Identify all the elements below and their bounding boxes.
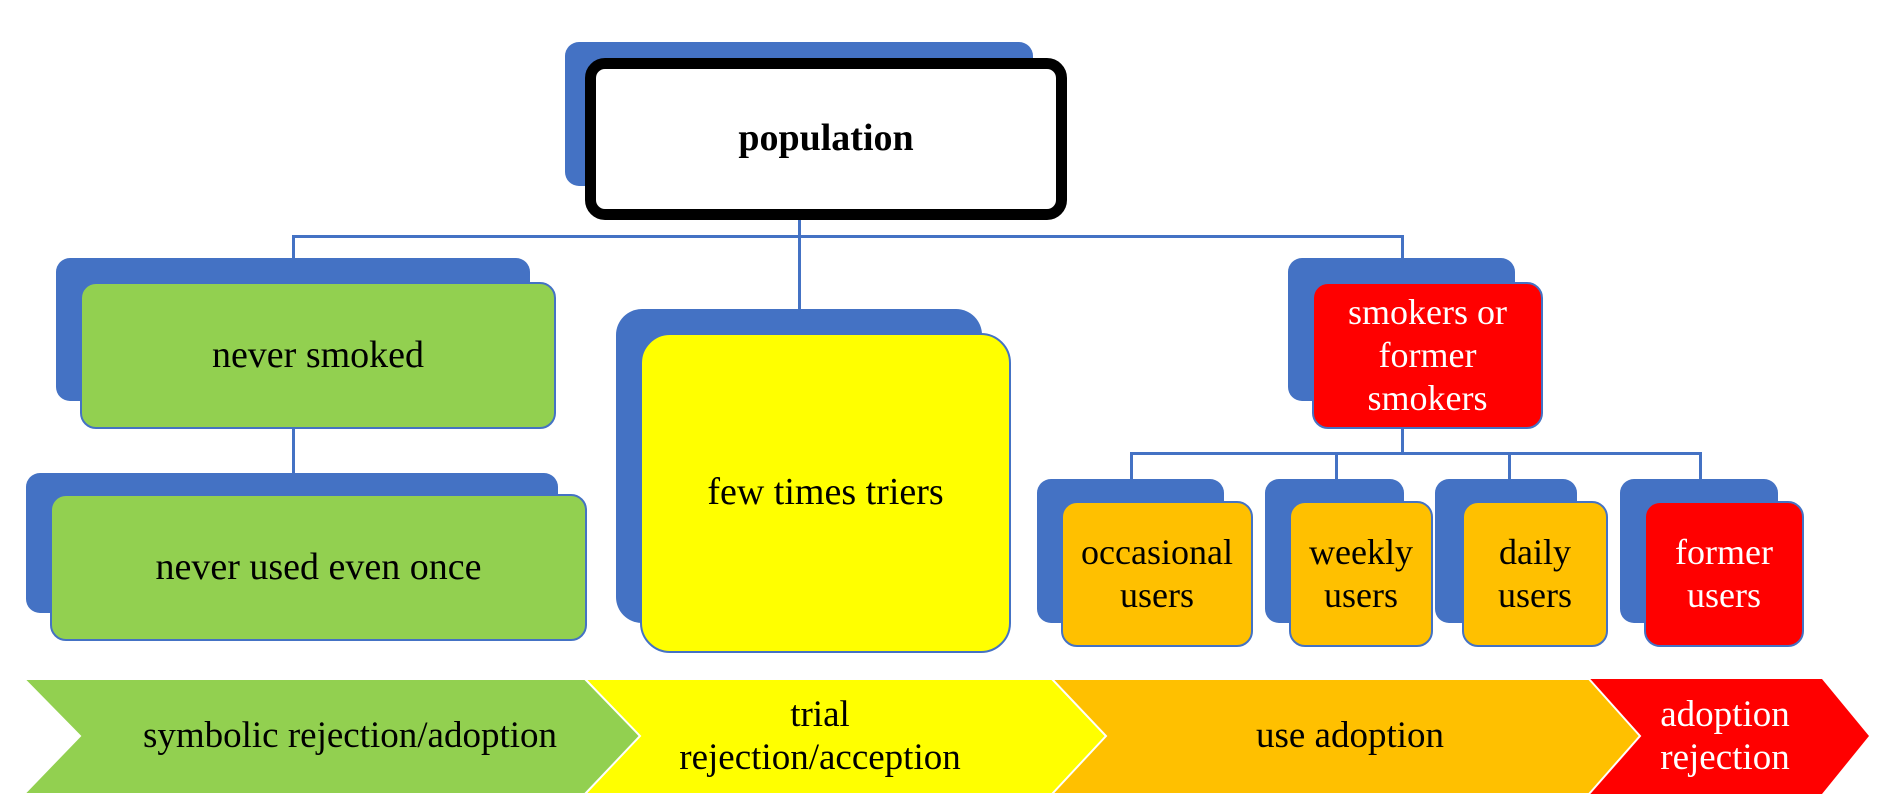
root-node-population: population [585,58,1067,220]
node-few-times-triers: few times triers [640,333,1011,653]
never-smoked-label: never smoked [211,333,425,376]
stage-label-trial: trial rejection/acception [679,693,961,778]
stage-label-adoption-rejection: adoption rejection [1660,693,1790,778]
connector-level2-horizontal [1130,452,1702,455]
smokers-label: smokers or former smokers [1348,291,1507,419]
node-weekly-users: weekly users [1289,501,1433,647]
connector-level1-horizontal [292,235,1404,238]
stage-label-use-adoption: use adoption [1255,715,1445,757]
connector-smokers-down [1401,429,1404,454]
never-used-label: never used even once [155,545,482,588]
connector-never-used [292,429,295,474]
connector-weekly [1335,452,1338,480]
former-label: former users [1675,531,1773,615]
connector-few-times [798,235,801,309]
node-daily-users: daily users [1462,501,1608,647]
root-label: population [738,117,914,160]
daily-label: daily users [1498,531,1572,615]
node-occasional-users: occasional users [1061,501,1253,647]
connector-former [1699,452,1702,480]
node-never-smoked: never smoked [80,282,556,429]
weekly-label: weekly users [1309,531,1413,615]
node-smokers-or-former-smokers: smokers or former smokers [1312,282,1543,429]
stage-arrow-red [1589,679,1869,794]
connector-never-smoked [292,235,295,259]
connector-occasional [1130,452,1133,480]
occasional-label: occasional users [1081,531,1233,615]
connector-daily [1508,452,1511,480]
connector-root-down [798,218,801,238]
stage-label-symbolic: symbolic rejection/adoption [142,715,558,757]
node-former-users: former users [1644,501,1804,647]
stage-arrow-green [21,678,642,795]
connector-smokers [1401,235,1404,259]
node-never-used-even-once: never used even once [50,494,587,641]
few-times-label: few times triers [707,471,944,514]
